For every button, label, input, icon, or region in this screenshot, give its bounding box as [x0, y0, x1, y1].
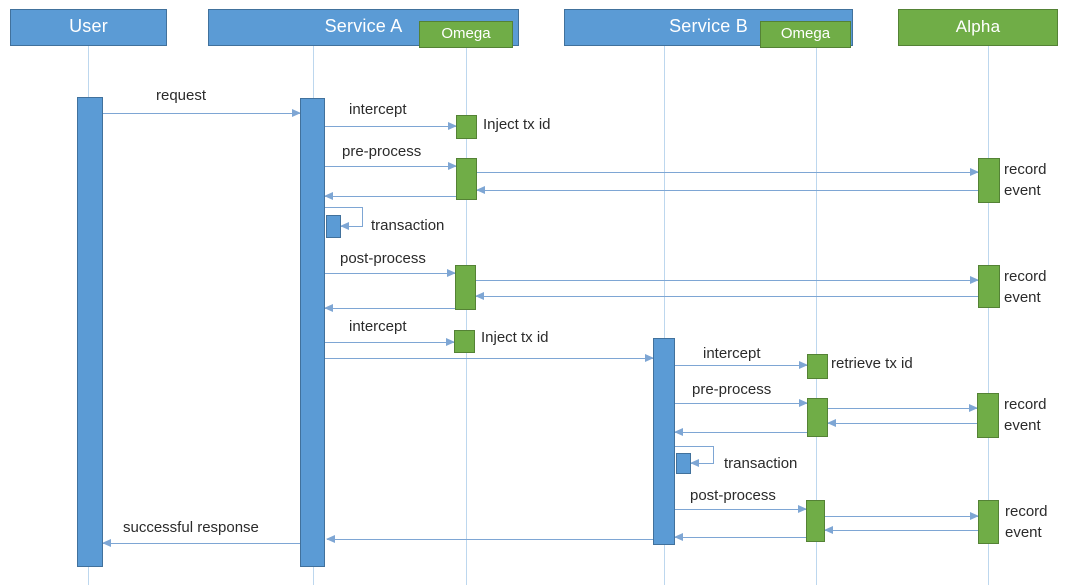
arrow-record-2-back — [475, 292, 978, 300]
lifeline-alpha — [988, 46, 989, 585]
label-postprocess-a: post-process — [340, 250, 426, 267]
activation-alpha-1 — [978, 158, 1000, 203]
arrow-request — [103, 109, 301, 117]
arrow-intercept-a — [325, 122, 457, 130]
label-successful-response: successful response — [123, 519, 259, 536]
arrow-record-3-back — [827, 419, 977, 427]
arrow-loop-b-bottom — [690, 459, 714, 467]
activation-transaction-b — [676, 453, 691, 474]
label-transaction-a: transaction — [371, 217, 445, 234]
participant-service-b: Service B — [564, 9, 853, 46]
participant-user: User — [10, 9, 167, 46]
activation-alpha-2 — [978, 265, 1000, 308]
activation-alpha-3 — [977, 393, 999, 438]
arrow-loop-a-bottom — [340, 222, 363, 230]
label-intercept-b: intercept — [703, 345, 761, 362]
arrow-intercept-b — [675, 361, 808, 369]
label-record-event-4: record event — [1005, 503, 1048, 541]
activation-omega-a-inject-2 — [454, 330, 475, 353]
label-preprocess-b: pre-process — [692, 381, 772, 398]
activation-omega-b-preprocess — [807, 398, 828, 437]
label-record-event-2: record event — [1004, 268, 1047, 306]
participant-service-a-label: Service A — [324, 16, 403, 36]
arrow-preprocess-a-return — [324, 192, 456, 200]
label-preprocess-a: pre-process — [342, 143, 422, 160]
label-record-event-3: record event — [1004, 396, 1047, 434]
arrow-postprocess-a — [325, 269, 456, 277]
arrow-preprocess-a — [325, 162, 457, 170]
arrow-intercept-a-2 — [325, 338, 455, 346]
arrow-postprocess-b — [675, 505, 807, 513]
badge-omega-b: Omega — [760, 21, 851, 48]
activation-omega-b-postprocess — [806, 500, 825, 542]
activation-omega-a-postprocess — [455, 265, 476, 310]
badge-omega-a: Omega — [419, 21, 513, 48]
label-postprocess-b: post-process — [690, 487, 776, 504]
label-inject-tx-id-2: Inject tx id — [481, 329, 549, 346]
label-intercept-a: intercept — [349, 101, 407, 118]
arrow-record-1-back — [476, 186, 978, 194]
activation-transaction-a — [326, 215, 341, 238]
activation-service-b — [653, 338, 675, 545]
label-retrieve-tx-id: retrieve tx id — [831, 355, 913, 372]
arrow-postprocess-b-return — [674, 533, 806, 541]
participant-user-label: User — [69, 16, 108, 36]
label-inject-tx-id-1: Inject tx id — [483, 116, 551, 133]
arrow-loop-a-top — [325, 207, 362, 208]
lifeline-omega-a — [466, 48, 467, 585]
arrow-response-b-to-a — [326, 535, 653, 543]
arrow-preprocess-b — [675, 399, 808, 407]
activation-omega-a-inject-1 — [456, 115, 477, 139]
arrow-loop-a-side — [362, 207, 363, 226]
badge-omega-a-label: Omega — [441, 25, 491, 42]
arrow-call-service-b — [325, 354, 654, 362]
activation-alpha-4 — [978, 500, 999, 544]
activation-omega-a-preprocess — [456, 158, 477, 200]
label-transaction-b: transaction — [724, 455, 798, 472]
arrow-loop-b-side — [713, 446, 714, 463]
activation-service-a — [300, 98, 325, 567]
participant-alpha-label: Alpha — [955, 17, 1001, 36]
label-intercept-a-2: intercept — [349, 318, 407, 335]
activation-user — [77, 97, 103, 567]
lifeline-service-b — [664, 46, 665, 585]
arrow-record-3-out — [828, 404, 978, 412]
arrow-record-2-out — [476, 276, 979, 284]
arrow-record-4-back — [824, 526, 978, 534]
label-record-event-1: record event — [1004, 161, 1047, 199]
participant-alpha: Alpha — [898, 9, 1058, 46]
arrow-loop-b-top — [675, 446, 713, 447]
arrow-successful-response — [102, 539, 300, 547]
participant-service-b-label: Service B — [669, 16, 748, 36]
label-request: request — [156, 87, 207, 104]
badge-omega-b-label: Omega — [780, 25, 831, 42]
activation-omega-b-retrieve — [807, 354, 828, 379]
arrow-record-1-out — [477, 168, 979, 176]
arrow-record-4-out — [825, 512, 979, 520]
lifeline-omega-b — [816, 48, 817, 585]
arrow-preprocess-b-return — [674, 428, 807, 436]
arrow-postprocess-a-return — [324, 304, 455, 312]
